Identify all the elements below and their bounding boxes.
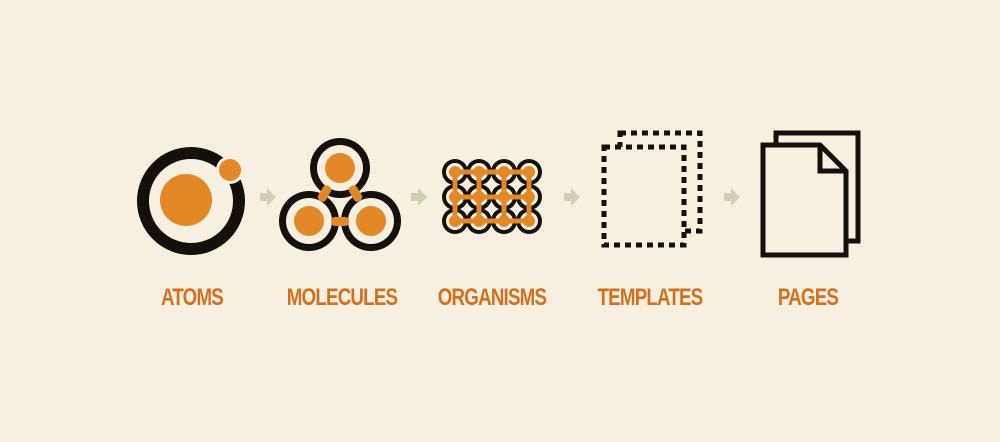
pages-icon xyxy=(760,130,861,258)
stage-label-pages: PAGES xyxy=(777,284,839,311)
stage-label-atoms: ATOMS xyxy=(161,284,224,311)
arrow-icon xyxy=(260,188,276,206)
arrow-icon xyxy=(411,188,427,206)
organism-icon xyxy=(442,159,542,234)
atom-icon xyxy=(137,147,245,255)
arrow-icon xyxy=(724,188,740,206)
arrow-icon xyxy=(564,188,580,206)
molecule-icon xyxy=(279,138,401,251)
stage-label-organisms: ORGANISMS xyxy=(437,284,547,311)
stage-label-molecules: MOLECULES xyxy=(286,284,398,311)
template-icon xyxy=(601,130,703,248)
stage-label-templates: TEMPLATES xyxy=(597,284,704,311)
